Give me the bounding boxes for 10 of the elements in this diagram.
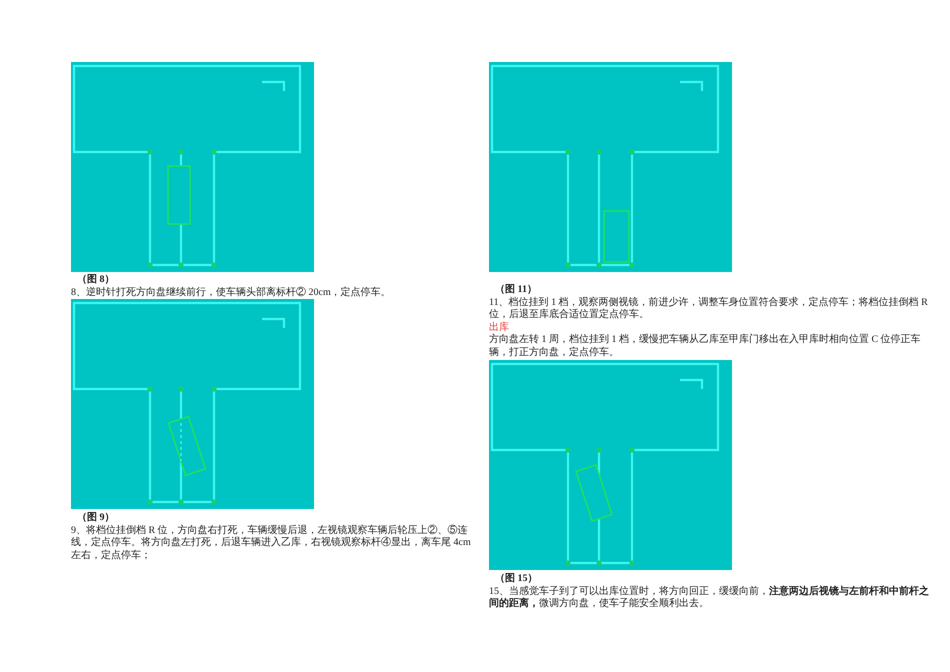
instruction-text: 11、档位挂到 1 档，观察两侧视镜，前进少许，调整车身位置符合要求，定点停车；将档位挂倒档 R 位，后退至库底合适位置定点停车。: [489, 296, 929, 322]
instruction-text: 9、将档位挂倒档 R 位，方向盘右打死，车辆缓慢后退，左视镜观察车辆后轮压上②、⑤连线，定点停车。将方向盘左打死，后退车辆进入乙库，右视镜观察标杆④显出，离车尾 4cm 左右，定点停车；: [71, 524, 471, 562]
figure-caption: （图 8）: [76, 274, 116, 286]
figure-caption: （图 11）: [494, 284, 538, 296]
instruction-text: 8、逆时针打死方向盘继续前行，使车辆头部离标杆② 20cm，定点停车。: [71, 286, 392, 299]
section-heading: 出库: [489, 322, 510, 334]
instruction-text: 方向盘左转 1 周，档位挂到 1 档，缓慢把车辆从乙库至甲库门移出在入甲库时相向位置 C 位停正车辆，打正方向盘，定点停车。: [489, 334, 922, 359]
instruction-text: 15、当感觉车子到了可以出库位置时，将方向回正，缓缓向前，注意两边后视镜与左前杆和中前杆之间的距离，微调方向盘，使车子能安全顺利出去。: [489, 586, 930, 610]
figure-caption: （图 15）: [494, 573, 538, 586]
figure-caption: （图 9）: [76, 512, 116, 524]
